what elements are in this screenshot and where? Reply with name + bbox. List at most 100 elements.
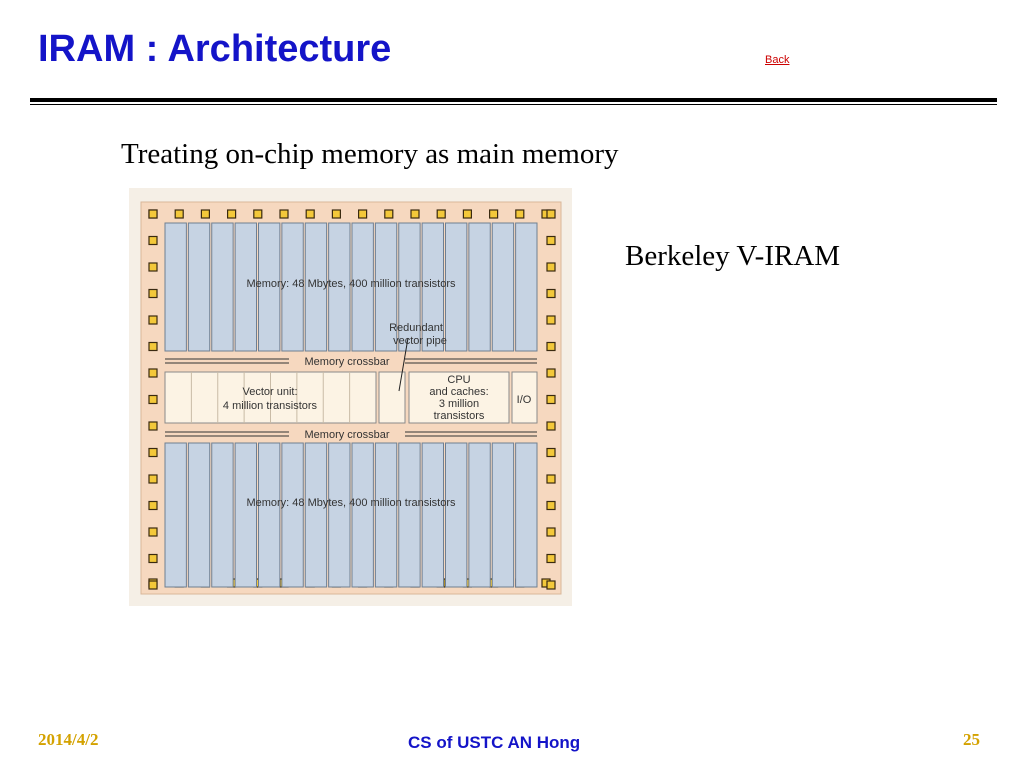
title-rule-thick	[30, 98, 997, 102]
io-pad	[546, 421, 556, 431]
io-pad	[148, 341, 158, 352]
io-label: I/O	[517, 394, 532, 406]
io-pad	[546, 235, 556, 246]
memory-bank	[258, 222, 281, 352]
memory-bank	[351, 222, 374, 352]
memory-bank	[328, 442, 351, 588]
memory-top-label: Memory: 48 Mbytes, 400 million transisto…	[246, 278, 456, 290]
memory-bank	[281, 222, 304, 352]
back-link[interactable]: Back	[765, 54, 790, 66]
cpu-line2: and caches:	[429, 386, 488, 398]
io-pad	[546, 580, 556, 590]
memory-banks-bottom	[164, 442, 538, 588]
io-pad	[546, 474, 556, 484]
cpu-caches-block: CPU and caches: 3 million transistors	[408, 371, 510, 424]
memory-bank	[491, 442, 515, 588]
memory-bank	[398, 442, 421, 588]
crossbar-top-label: Memory crossbar	[305, 356, 390, 368]
memory-bottom-label: Memory: 48 Mbytes, 400 million transisto…	[246, 497, 456, 509]
io-pad	[546, 209, 556, 219]
io-pad	[148, 315, 158, 325]
io-pad	[546, 341, 556, 352]
memory-bank	[211, 222, 234, 352]
memory-bank	[468, 442, 491, 588]
io-pad	[148, 235, 158, 246]
memory-bank	[421, 442, 444, 588]
io-pad	[148, 394, 158, 405]
memory-bank	[491, 222, 515, 352]
io-pad	[148, 209, 158, 219]
cpu-line3: 3 million	[439, 398, 479, 410]
io-pad	[358, 209, 368, 219]
redundant-pipe-pointer	[398, 337, 409, 392]
vector-unit: Vector unit: 4 million transistors	[164, 371, 377, 424]
memory-bank	[398, 222, 421, 352]
memory-bank	[515, 442, 538, 588]
memory-bank	[281, 442, 304, 588]
vector-unit-line2: 4 million transistors	[223, 400, 318, 412]
io-pad	[331, 209, 341, 219]
cpu-line1: CPU	[447, 374, 470, 386]
io-pad	[148, 421, 158, 431]
memory-bank	[351, 442, 374, 588]
io-pad	[489, 209, 499, 219]
io-pad	[546, 368, 556, 378]
crossbar-bottom-label: Memory crossbar	[305, 429, 390, 441]
memory-crossbar-top: Memory crossbar	[165, 356, 537, 368]
io-pad	[546, 315, 556, 325]
io-pad	[436, 209, 446, 219]
io-pad	[148, 500, 158, 511]
memory-bank	[445, 442, 468, 588]
memory-bank	[468, 222, 491, 352]
io-pad	[148, 368, 158, 378]
memory-bank	[328, 222, 351, 352]
io-pad	[148, 262, 158, 272]
io-pad	[148, 474, 158, 484]
memory-bank	[374, 222, 398, 352]
slide-title: IRAM : Architecture	[38, 28, 392, 70]
footer-date: 2014/4/2	[38, 730, 99, 749]
memory-bank	[211, 442, 234, 588]
io-pad	[148, 447, 158, 458]
io-pad	[546, 288, 556, 299]
io-pad	[200, 209, 211, 219]
redundant-label-line1: Redundant	[389, 322, 443, 334]
footer-page-number: 25	[963, 730, 980, 749]
io-block: I/O	[511, 371, 538, 424]
memory-bank	[234, 222, 257, 352]
io-pad	[226, 209, 237, 219]
memory-bank	[374, 442, 398, 588]
io-pad	[148, 580, 158, 590]
memory-bank	[421, 222, 444, 352]
io-pad	[546, 447, 556, 458]
memory-bank	[187, 222, 211, 352]
memory-bank	[445, 222, 468, 352]
title-rule-thin	[30, 104, 997, 105]
memory-bank	[304, 442, 328, 588]
footer-center: CS of USTC AN Hong	[408, 733, 581, 752]
io-pad	[546, 553, 556, 564]
io-pad	[148, 288, 158, 299]
io-pad	[546, 394, 556, 405]
redundant-label-line2: vector pipe	[393, 335, 447, 347]
memory-bank	[515, 222, 538, 352]
io-pad	[305, 209, 315, 219]
memory-bank	[164, 222, 187, 352]
io-pad	[546, 262, 556, 272]
slide-subtitle: Treating on-chip memory as main memory	[121, 138, 619, 170]
io-pad	[174, 209, 184, 219]
cpu-line4: transistors	[434, 410, 485, 422]
vIRAM-chip-diagram: Memory: 48 Mbytes, 400 million transisto…	[129, 188, 572, 606]
memory-banks-top	[164, 222, 538, 352]
memory-bank	[304, 222, 328, 352]
io-pad	[546, 527, 556, 537]
memory-crossbar-bottom: Memory crossbar	[165, 429, 537, 441]
io-pad	[384, 209, 394, 219]
memory-bank	[258, 442, 281, 588]
vector-unit-line1: Vector unit:	[242, 386, 297, 398]
memory-bank	[164, 442, 187, 588]
io-pad	[410, 209, 420, 219]
io-pad	[253, 209, 263, 219]
io-pad	[148, 527, 158, 537]
io-pad	[148, 553, 158, 564]
